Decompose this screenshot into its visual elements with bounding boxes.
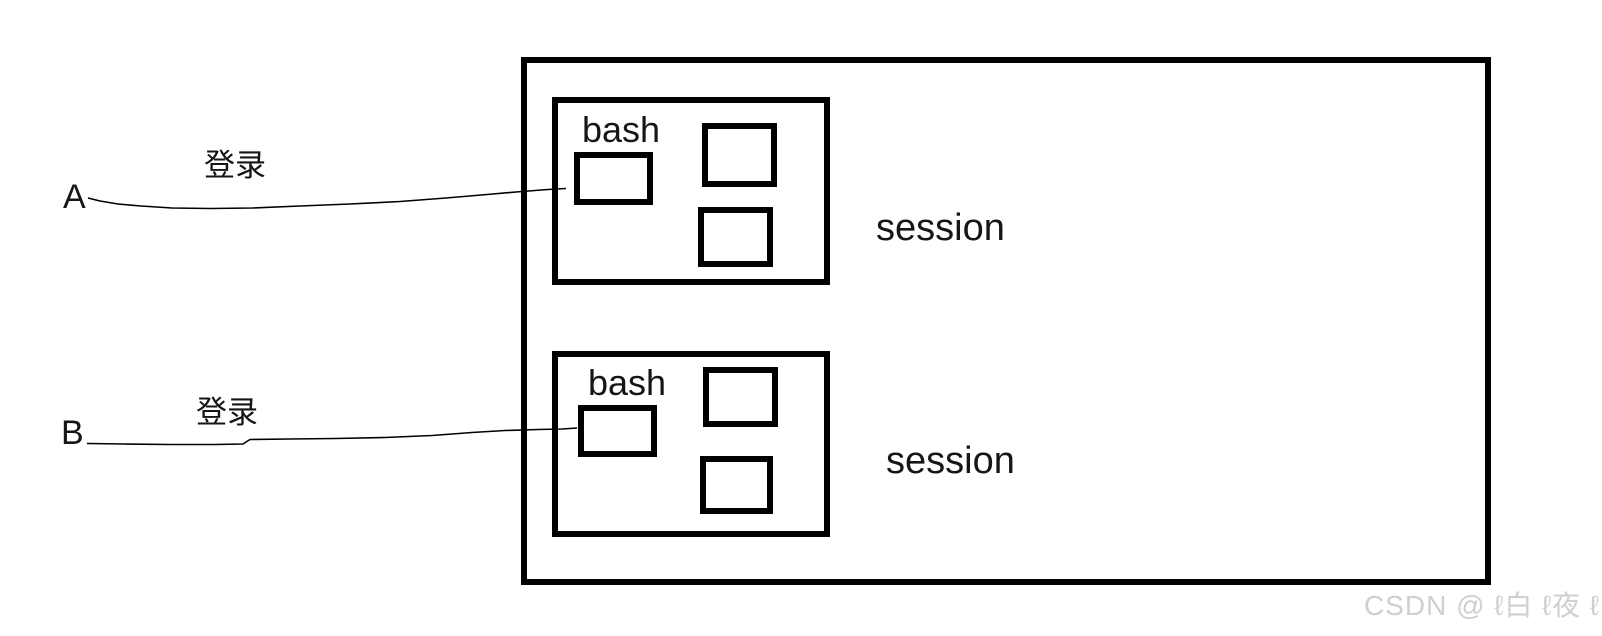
session-1-label: session bbox=[876, 207, 1005, 249]
client-a-label: A bbox=[63, 178, 86, 216]
csdn-watermark: CSDN @ ℓ白 ℓ夜 ℓ bbox=[1363, 590, 1600, 621]
session-1-pane-box-2 bbox=[702, 123, 777, 187]
session-1-pane-box-1 bbox=[574, 152, 653, 205]
session-2-label: session bbox=[886, 440, 1015, 482]
session-1-bash-label: bash bbox=[582, 109, 661, 150]
session-2-pane-box-2 bbox=[703, 367, 778, 427]
session-2-window-box: bash bbox=[552, 351, 830, 537]
server-box bbox=[521, 57, 1491, 585]
client-b-label: B bbox=[61, 414, 84, 452]
session-2-pane-box-1 bbox=[578, 405, 657, 457]
client-a-login-line bbox=[87, 187, 567, 210]
session-2-bash-label: bash bbox=[588, 362, 667, 403]
client-b-login-label: 登录 bbox=[196, 395, 258, 430]
session-2-pane-box-3 bbox=[700, 456, 773, 514]
client-a-login-label: 登录 bbox=[204, 148, 266, 183]
session-1-pane-box-3 bbox=[698, 207, 773, 267]
session-1-window-box: bash bbox=[552, 97, 830, 285]
client-b-login-line bbox=[86, 427, 578, 446]
